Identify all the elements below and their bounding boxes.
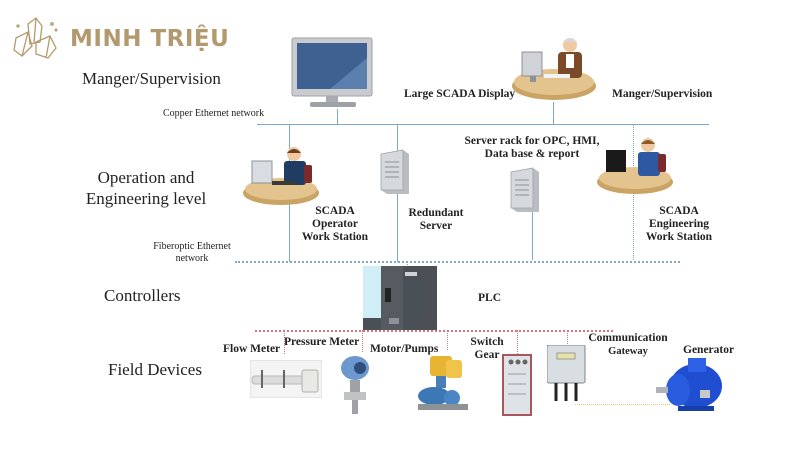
- link-display: [337, 109, 338, 124]
- plc-icon: [363, 266, 437, 330]
- level-controllers: Controllers: [104, 286, 181, 305]
- operator-label-line2: Operator: [312, 218, 358, 230]
- link-manager: [553, 102, 554, 124]
- copper-ethernet-bus: [257, 124, 709, 125]
- manager-station-label: Manger/Supervision: [612, 88, 713, 100]
- switch-gear-label-line1: Switch: [470, 336, 504, 348]
- link-gateway: [567, 330, 568, 344]
- manager-workstation-icon: [512, 38, 596, 100]
- field-bus: [255, 330, 613, 332]
- engineering-workstation-icon: [597, 138, 673, 194]
- link-motor-pumps: [447, 330, 448, 350]
- copper-network-label: Copper Ethernet network: [163, 108, 265, 119]
- operator-station-label: SCADA Operator Work Station: [296, 205, 374, 244]
- operator-label-line1: SCADA: [315, 205, 355, 217]
- server-rack-label-line2: Data base & report: [484, 148, 580, 160]
- pressure-meter-icon: [341, 356, 369, 414]
- engineering-label-line3: Work Station: [645, 231, 713, 243]
- server-rack-label-line1: Server rack for OPC, HMI,: [464, 135, 600, 147]
- link-pressure-meter: [362, 330, 363, 352]
- server-rack-label: Server rack for OPC, HMI, Data base & re…: [462, 135, 602, 161]
- gateway-label-line2: Gateway: [608, 346, 648, 357]
- large-display-icon: [291, 37, 373, 107]
- communication-gateway-icon: [547, 345, 586, 401]
- fiber-network-label: Fiberoptic Ethernet network: [140, 241, 244, 265]
- flow-meter-label: Flow Meter: [223, 343, 281, 355]
- engineering-label-line2: Engineering: [648, 218, 710, 230]
- motor-pumps-label: Motor/Pumps: [370, 343, 439, 355]
- link-flow-meter: [284, 330, 285, 354]
- plc-label: PLC: [478, 292, 501, 304]
- pressure-meter-label: Pressure Meter: [284, 336, 360, 348]
- operator-workstation-icon: [243, 147, 319, 205]
- switch-gear-label-line2: Gear: [474, 349, 500, 361]
- switch-gear-label: Switch Gear: [469, 336, 505, 362]
- link-server-rack: [532, 210, 533, 260]
- flow-meter-icon: [250, 360, 322, 398]
- generator-label: Generator: [683, 344, 735, 356]
- motor-pump-icon: [418, 356, 468, 410]
- generator-icon: [656, 358, 722, 411]
- redundant-label-line1: Redundant: [408, 207, 464, 219]
- gateway-label-line1: Communication: [588, 332, 668, 344]
- engineering-label-line1: SCADA: [659, 205, 699, 217]
- level-management: Manger/Supervision: [82, 69, 221, 88]
- engineering-station-label: SCADA Engineering Work Station: [640, 205, 718, 244]
- level-operation-line2: Engineering level: [85, 189, 207, 208]
- server-rack-icon: [510, 167, 539, 212]
- redundant-label-line2: Server: [419, 220, 453, 232]
- gateway-label: Communication Gateway: [580, 332, 676, 358]
- level-operation: Operation and Engineering level: [80, 167, 212, 209]
- gateway-generator-link: [575, 404, 670, 405]
- switch-gear-icon: [502, 354, 532, 416]
- crystal-logo-icon: [13, 17, 58, 59]
- redundant-server-label: Redundant Server: [400, 207, 472, 233]
- operator-label-line3: Work Station: [301, 231, 369, 243]
- link-switch-gear: [517, 330, 518, 354]
- fiber-label-line1: Fiberoptic Ethernet: [153, 241, 231, 252]
- fiber-ethernet-bus: [235, 261, 680, 263]
- brand-name: MINH TRIỆU: [70, 26, 230, 52]
- fiber-label-line2: network: [175, 253, 209, 264]
- level-field-devices: Field Devices: [108, 360, 202, 379]
- level-operation-line1: Operation and: [97, 168, 195, 187]
- large-display-label: Large SCADA Display: [404, 88, 516, 100]
- redundant-server-icon: [380, 149, 409, 194]
